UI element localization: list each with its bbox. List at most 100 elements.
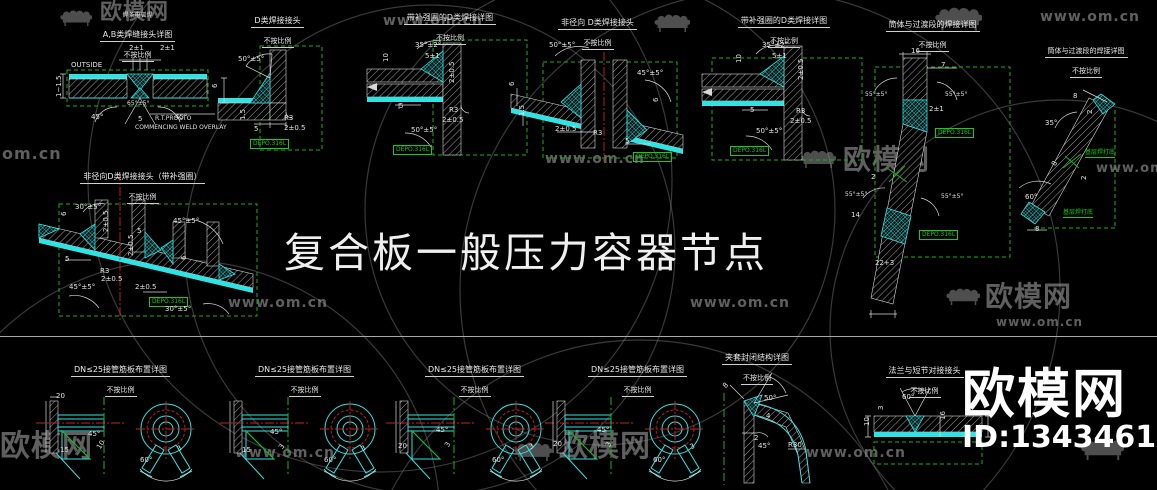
dim-label: 10 <box>735 54 743 63</box>
drawing-geometry <box>217 45 323 151</box>
dim-label: 3 <box>877 405 885 410</box>
dim-label: 45° <box>597 426 610 434</box>
section-divider <box>0 336 1157 337</box>
dim-label: 3 <box>604 440 614 449</box>
dim-label: 2 <box>1080 175 1088 180</box>
dim-label: 2 <box>1086 109 1094 114</box>
drawing-subtitle: 不按比例 <box>621 386 654 397</box>
dim-label: 50°±5° <box>549 41 576 49</box>
drawing-subtitle: 不按比例 <box>916 41 949 52</box>
dim-label: 8 <box>1073 92 1078 100</box>
dim-label: 45° <box>88 430 101 438</box>
dim-label: 6 <box>180 255 188 260</box>
dim-label: 55°±5° <box>945 91 968 98</box>
dim-label: 45° <box>91 113 104 121</box>
dim-label: 45°±5° <box>69 283 96 291</box>
dim-label: DEPO.316L <box>919 230 959 240</box>
dim-label: 2±0.5 <box>555 125 577 133</box>
drawing-subtitle: 不按比例 <box>104 386 137 397</box>
dim-label: 60° <box>1025 193 1038 201</box>
dim-label: 基层焊打底 <box>1085 149 1116 158</box>
dim-label: 50°±5° <box>411 126 438 134</box>
dim-label: 2±1 <box>129 44 144 52</box>
dim-label: 3 <box>359 443 368 454</box>
drawing-title: 筒体与过渡段的焊接详图 <box>1044 47 1128 58</box>
drawing-geometry <box>862 52 1011 318</box>
drawing-title-block: DN≤25接管筋板布置详图 不按比例 <box>382 357 567 397</box>
dim-label: 14 <box>851 211 860 219</box>
watermark-text: www.om.cn <box>1040 9 1141 25</box>
dim-label: 45°±5° <box>173 217 200 225</box>
dim-label: 35°±2° <box>762 41 789 49</box>
dim-label: R30 <box>788 441 802 449</box>
dim-label: 2±0.5 <box>797 58 805 80</box>
drawing-geometry <box>386 397 546 482</box>
dim-label: 6 <box>652 97 660 102</box>
drawing-title: A,B类焊缝接头详图 <box>99 30 176 42</box>
dim-label: R3 <box>796 107 806 115</box>
dim-label: 3 <box>277 442 287 451</box>
dim-label: 20 <box>398 442 407 450</box>
dim-label: 16 <box>911 47 920 55</box>
dim-label: 5 <box>137 227 142 235</box>
dim-label: 2±0.5 <box>790 117 812 125</box>
dim-label: 5 <box>625 137 630 145</box>
drawing-geometry <box>36 396 196 482</box>
drawing-title: 非径向D类焊接接头（带补强圈） <box>80 172 205 184</box>
drawing-subtitle: 不按比例 <box>121 51 154 62</box>
dim-label: 6 <box>60 211 68 216</box>
drawing-subtitle: 不按比例 <box>126 193 159 204</box>
dim-label: 6 <box>211 83 219 88</box>
drawing-geometry <box>38 172 258 322</box>
dim-label: R3 <box>449 106 459 114</box>
drawing-geometry <box>1018 89 1116 231</box>
drawing-title-block: D类焊接接头 不按比例 <box>210 8 345 48</box>
dim-label: 8 <box>1050 159 1060 168</box>
dim-label: DEPO.316L <box>149 297 189 307</box>
dim-label: OUTSIDE <box>71 61 103 69</box>
dim-label: 1.5 <box>518 104 526 116</box>
drawing-subtitle: 不按比例 <box>261 37 294 48</box>
dim-label: 2±0.5 <box>101 275 123 283</box>
dim-label: 45° <box>175 113 188 121</box>
dim-label: COMMENCING WELD OVERLAY <box>135 124 227 131</box>
drawing-geometry <box>220 397 380 482</box>
drawing-geometry <box>60 58 215 125</box>
drawing-title: 非径向 D类焊接接头 <box>558 18 637 30</box>
dim-label: 50° <box>764 394 777 402</box>
drawing-subtitle: 不按比例 <box>1070 67 1102 78</box>
drawing-title-block: 非径向 D类焊接接头 不按比例 <box>505 10 690 50</box>
dim-label: 35° <box>1045 119 1058 127</box>
dim-label: DEPO.316L <box>633 152 673 162</box>
dim-label: 6 <box>508 81 516 86</box>
dim-label: 5±1 <box>425 52 440 60</box>
drawing-geometry <box>510 46 684 162</box>
dim-label: DEPO.316L <box>935 128 975 138</box>
drawing-title-block: DN≤25接管筋板布置详图 不按比例 <box>212 357 397 397</box>
dim-label: 15 <box>242 446 251 454</box>
drawing-title-block: DN≤25接管筋板布置详图 不按比例 <box>28 357 213 397</box>
dim-label: 45° <box>436 426 449 434</box>
dim-label: 5 <box>138 115 143 123</box>
watermark-text: om.cn <box>2 144 62 163</box>
drawing-subtitle: 不按比例 <box>434 34 466 45</box>
drawing-geometry <box>545 397 705 482</box>
